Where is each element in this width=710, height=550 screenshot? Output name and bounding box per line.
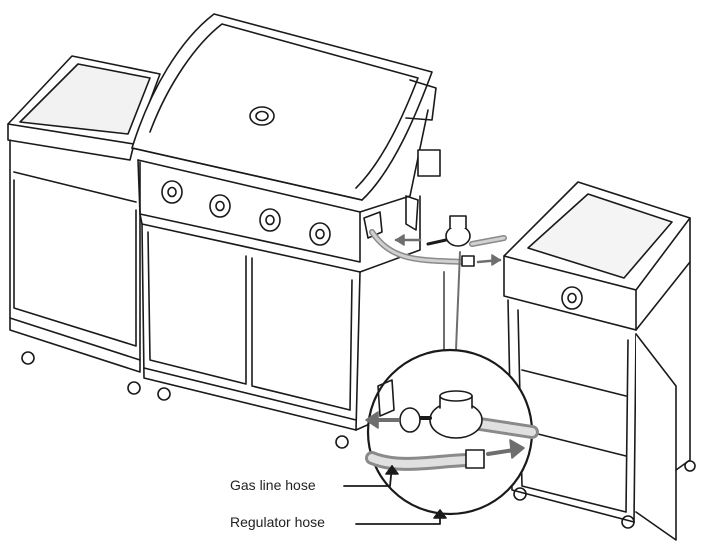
burner-knob-1	[161, 180, 183, 204]
regulator-hose-label: Regulator hose	[230, 514, 325, 530]
side-caster-right	[621, 515, 635, 529]
magnified-detail	[365, 348, 539, 516]
upper-hose-assembly	[369, 215, 507, 267]
regulator-pointer-head	[433, 509, 447, 519]
center-right-door	[251, 257, 353, 411]
grill-lid	[131, 13, 437, 213]
burner-knob-4	[309, 222, 331, 246]
side-burner-knob	[561, 286, 583, 310]
temperature-gauge	[249, 106, 275, 126]
left-caster-rear	[127, 381, 141, 395]
gas-line-hose-label: Gas line hose	[230, 477, 316, 493]
center-left-door	[147, 231, 247, 385]
left-caster-front	[21, 351, 35, 365]
regulator-nut	[399, 407, 421, 433]
small-regulator	[445, 225, 471, 247]
side-burner-cabinet	[503, 181, 696, 541]
detail-direction-arrows	[365, 411, 525, 459]
center-caster-left	[157, 387, 171, 401]
regulator-pointer	[355, 511, 441, 525]
side-cabinet-open-door	[635, 333, 677, 541]
center-caster-right	[335, 435, 349, 449]
upper-direction-arrows	[394, 234, 502, 266]
hose-coupling	[465, 449, 485, 469]
gas-line-pointer-head	[385, 465, 399, 475]
side-burner-cover	[527, 193, 673, 279]
center-cabinet	[141, 223, 361, 449]
left-cabinet-door	[13, 179, 137, 347]
left-shelf-tray	[19, 63, 151, 135]
burner-knob-3	[259, 208, 281, 232]
left-side-cabinet	[7, 55, 161, 395]
leader-line-2	[455, 251, 461, 351]
tank-hook	[405, 195, 419, 231]
side-caster-left	[513, 487, 527, 501]
regulator-bracket	[363, 211, 383, 239]
side-caster-rear	[684, 460, 696, 472]
igniter-box	[417, 149, 441, 177]
burner-knob-2	[209, 194, 231, 218]
